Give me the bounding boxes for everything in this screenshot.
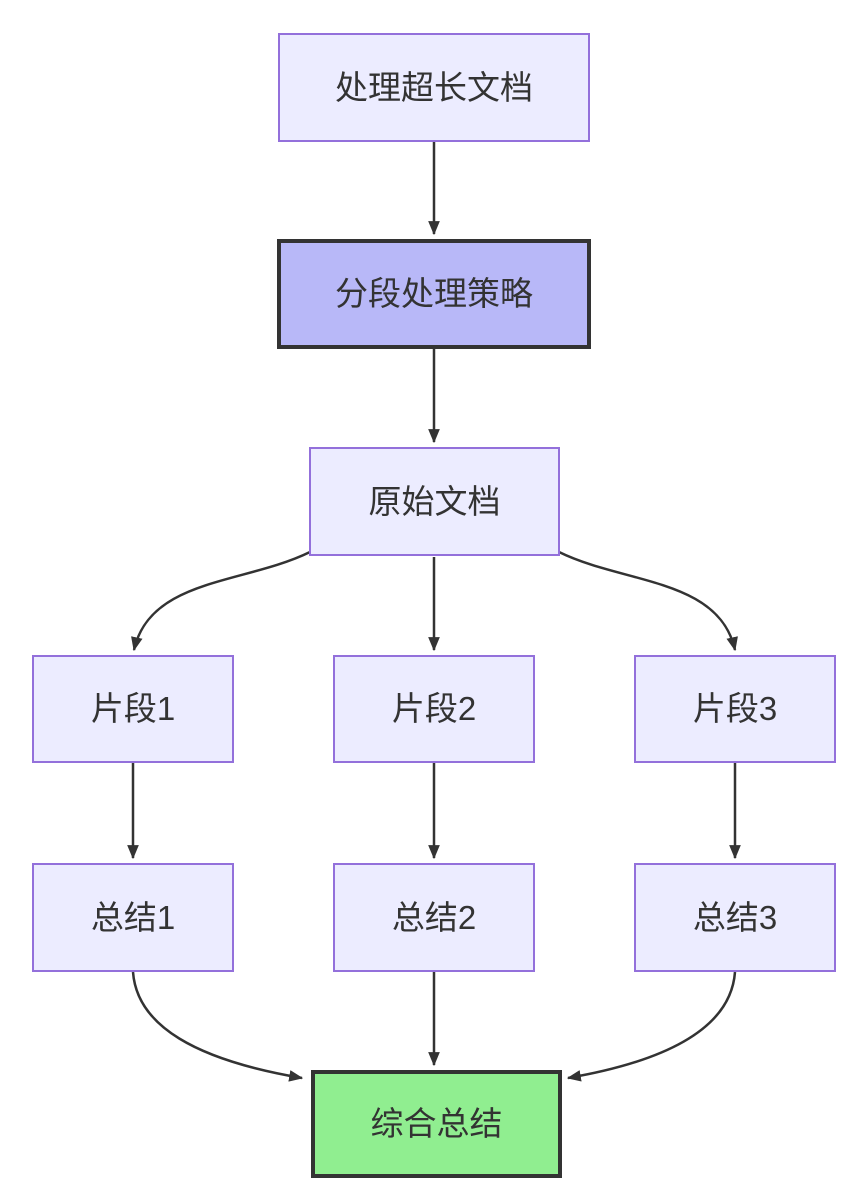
node-summary-3-label: 总结3 [692,898,778,936]
node-fragment-1-label: 片段1 [90,690,176,728]
node-fragment-3: 片段3 [634,655,836,763]
node-fragment-2-label: 片段2 [391,690,477,728]
node-summary-2-label: 总结2 [391,898,477,936]
node-summary-2: 总结2 [333,863,535,972]
node-fragment-3-label: 片段3 [692,690,778,728]
node-final-summary-label: 综合总结 [370,1105,503,1143]
edge-summary-3-to-final [566,971,737,1082]
node-summary-1: 总结1 [32,863,234,972]
node-fragment-1: 片段1 [32,655,234,763]
node-final-summary: 综合总结 [311,1070,562,1178]
node-fragment-2: 片段2 [333,655,535,763]
node-segment-strategy: 分段处理策略 [277,239,591,349]
node-segment-strategy-label: 分段处理策略 [335,275,533,313]
node-process-long-doc-label: 处理超长文档 [335,68,533,106]
edge-summary-1-to-final [131,971,304,1082]
edge-original-to-fragment-1 [131,550,311,652]
node-summary-3: 总结3 [634,863,836,972]
edge-original-to-fragment-3 [558,550,738,652]
node-process-long-doc: 处理超长文档 [278,33,590,142]
node-original-doc: 原始文档 [309,447,560,556]
node-summary-1-label: 总结1 [90,898,176,936]
node-original-doc-label: 原始文档 [368,482,501,520]
